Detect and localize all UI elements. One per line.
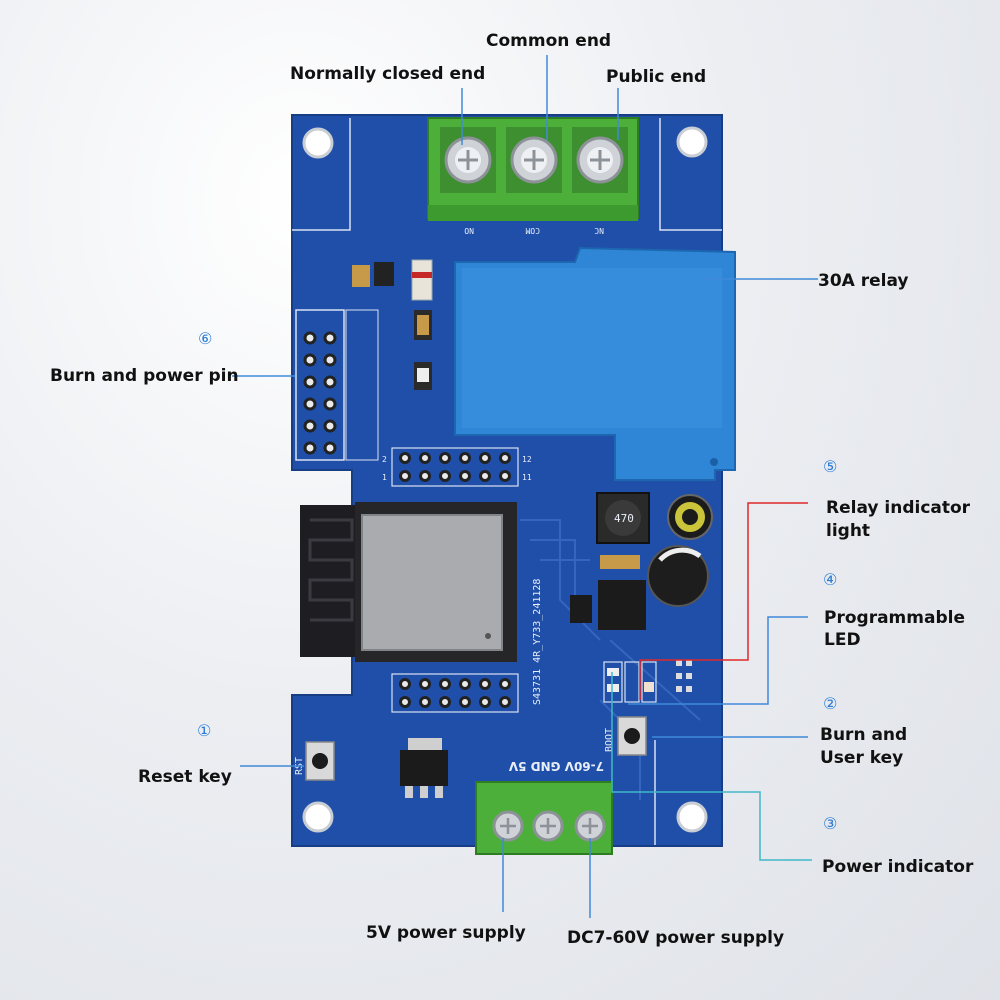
smd-components-top [352, 259, 433, 390]
label-relay-indicator-line1: Relay indicator [826, 498, 971, 518]
silk-inductor: 470 [614, 512, 634, 525]
label-relay-indicator-line2: light [826, 521, 870, 541]
label-reset-key: Reset key [138, 767, 232, 787]
terminal-screw-nc [572, 127, 628, 193]
leader-relay-indicator [639, 502, 808, 700]
terminal-screw-no [440, 127, 496, 193]
silk-pin1-top: 1 [382, 473, 387, 482]
mount-hole-tl [302, 127, 334, 159]
silk-no: NO [464, 226, 474, 235]
gpio-header-bottom [391, 673, 519, 713]
label-burn-user-key-line1: Burn and [820, 725, 907, 745]
leader-power-indicator [611, 672, 812, 861]
marker-6: ⑥ [198, 329, 212, 348]
burn-power-header [295, 309, 379, 461]
power-components: 470 [570, 492, 713, 630]
leader-programmable-led [628, 616, 808, 705]
label-burn-power-pin: Burn and power pin [50, 366, 239, 386]
indicator-leds [603, 660, 692, 703]
leader-lines [232, 55, 818, 918]
silk-model: S43731 4R_Y733_241128 [532, 579, 543, 705]
marker-3: ③ [823, 814, 837, 833]
relay-30a [454, 246, 736, 481]
label-programmable-led-line1: Programmable [824, 608, 965, 628]
terminal-screw-com [506, 127, 562, 193]
power-input-terminal: 7-60V GND 5V [475, 759, 613, 855]
relay-output-terminal: NO COM NC [427, 117, 639, 235]
gpio-header-top: 12 11 2 1 [382, 447, 532, 487]
marker-5: ⑤ [823, 457, 837, 476]
marker-4: ④ [823, 570, 837, 589]
label-30a-relay: 30A relay [818, 271, 909, 291]
silk-nc: NC [594, 226, 604, 235]
mount-hole-br [676, 801, 708, 833]
label-burn-user-key-line2: User key [820, 748, 903, 768]
marker-1: ① [197, 721, 211, 740]
label-5v-power-supply: 5V power supply [366, 923, 526, 943]
terminal-screw-vin [574, 810, 606, 842]
silk-pin11-top: 11 [522, 473, 532, 482]
voltage-regulator [400, 738, 448, 798]
silk-boot: BOOT [604, 728, 615, 752]
marker-2: ② [823, 694, 837, 713]
label-programmable-led-line2: LED [824, 630, 861, 650]
label-power-indicator: Power indicator [822, 857, 974, 877]
label-dc-power-supply: DC7-60V power supply [567, 928, 784, 948]
mount-hole-tr [676, 126, 708, 158]
silk-pin12-top: 12 [522, 455, 532, 464]
terminal-screw-gnd [532, 810, 564, 842]
boot-button: BOOT [604, 716, 647, 756]
label-normally-closed-end: Normally closed end [290, 64, 485, 84]
mount-hole-bl [302, 801, 334, 833]
esp32-module [300, 502, 517, 662]
terminal-screw-5v [492, 810, 524, 842]
silk-com: COM [525, 226, 540, 235]
label-public-end: Public end [606, 67, 706, 87]
silk-power-terminal: 7-60V GND 5V [508, 759, 604, 773]
label-common-end: Common end [486, 31, 611, 51]
silk-pin2-top: 2 [382, 455, 387, 464]
